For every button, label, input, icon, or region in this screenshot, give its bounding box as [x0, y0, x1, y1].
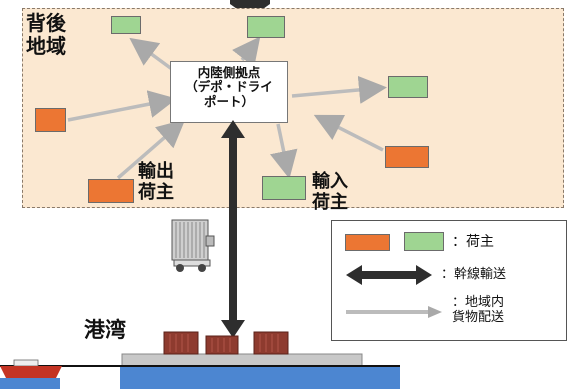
sea: [120, 367, 400, 389]
export-shipper: [88, 179, 134, 203]
container-truck-icon: [171, 219, 215, 272]
legend-local-arrow: [346, 306, 442, 318]
import-shipper-label: 輸入 荷主: [312, 171, 348, 213]
legend-shipper-label: ：荷主: [452, 234, 494, 250]
trunk-transport-arrow: [221, 120, 245, 338]
inland-hub: 内陸側拠点 （デポ・ドライ ポート）: [170, 61, 288, 123]
legend-trunk-label: ：幹線輸送: [441, 267, 507, 282]
shipper-green-top-right: [247, 16, 285, 38]
shipper-green-right: [388, 76, 428, 98]
ship-icon: [0, 359, 62, 389]
port-scene: [0, 331, 400, 389]
legend-green-swatch: [404, 232, 444, 251]
hinterland-area: [22, 8, 564, 208]
arrow-from-orange-right: [313, 114, 384, 152]
arrow-to-green-top-right: [232, 36, 261, 68]
arrow-from-orange-left: [67, 90, 177, 122]
arrow-to-import-shipper: [270, 123, 298, 179]
arrow-to-green-right: [291, 75, 387, 104]
arrow-from-export-shipper: [116, 119, 186, 180]
containers: [163, 331, 289, 355]
shipper-orange-right: [385, 146, 429, 168]
export-shipper-label: 輸出 荷主: [138, 161, 174, 203]
shipper-green-top-left: [111, 16, 141, 34]
shipper-orange-left: [35, 108, 66, 132]
port-label: 港湾: [84, 318, 126, 342]
legend-orange-swatch: [345, 234, 390, 251]
import-shipper: [262, 176, 306, 200]
hinterland-label: 背後 地域: [26, 11, 66, 58]
legend-local-label: ：地域内 貨物配送: [452, 295, 505, 325]
quay: [121, 353, 363, 367]
legend-trunk-arrow: [346, 265, 432, 285]
